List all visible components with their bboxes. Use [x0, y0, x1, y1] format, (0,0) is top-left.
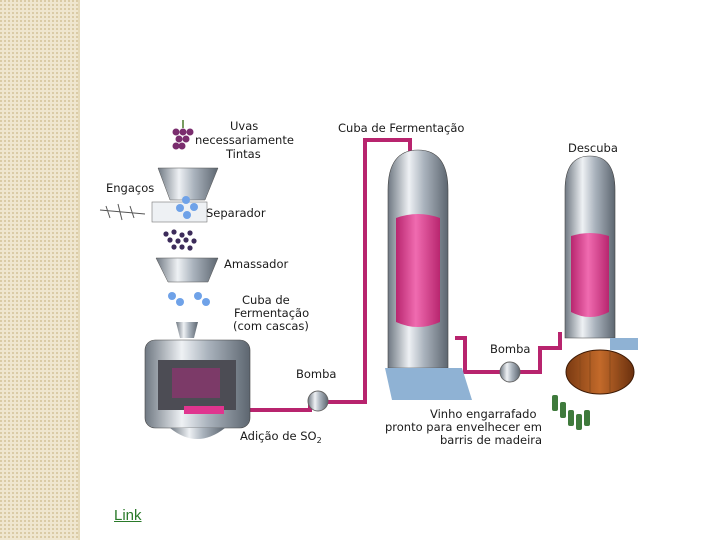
label-cuba-cascas-2: Fermentação [234, 306, 309, 320]
wine-pipes [240, 138, 562, 412]
pump-icon [307, 390, 329, 412]
skin-fermentation-vat [144, 322, 251, 439]
label-vinho-3: barris de madeira [440, 433, 542, 447]
pump-icon [499, 361, 521, 383]
label-engacos: Engaços [106, 181, 154, 195]
label-uvas-3: Tintas [225, 147, 261, 161]
separator-machine [99, 167, 219, 223]
label-bomba-2: Bomba [490, 342, 530, 356]
label-cuba-cascas-3: (com cascas) [233, 319, 309, 333]
label-vinho-1: Vinho engarrafado [430, 407, 537, 421]
link[interactable]: Link [114, 507, 142, 524]
stems-icon [99, 203, 146, 221]
grapes-icon [172, 120, 194, 150]
label-cuba-fermentacao: Cuba de Fermentação [338, 121, 464, 135]
winemaking-diagram: Uvas necessariamente Tintas Engaços Sepa… [99, 119, 638, 447]
bottles-icon [552, 395, 590, 430]
label-separador: Separador [206, 206, 266, 220]
crusher-blade-icon [168, 292, 210, 306]
fermentation-tank [385, 149, 472, 400]
blue-blade-icon [176, 196, 198, 219]
label-uvas-2: necessariamente [195, 133, 294, 147]
label-adicao-so2: Adição de SO2 [240, 429, 322, 445]
label-vinho-2: pronto para envelhecer em [385, 420, 542, 434]
label-descuba: Descuba [568, 141, 618, 155]
descuba-tank [564, 155, 638, 350]
label-bomba-1: Bomba [296, 367, 336, 381]
side-strip-edge [78, 0, 80, 540]
falling-grapes-icon [163, 229, 197, 251]
decorative-side-strip [0, 0, 78, 540]
label-amassador: Amassador [224, 257, 288, 271]
crusher-machine [155, 257, 219, 306]
label-uvas: Uvas [230, 119, 258, 133]
label-cuba-cascas: Cuba de [242, 293, 290, 307]
barrel-icon [565, 349, 635, 395]
